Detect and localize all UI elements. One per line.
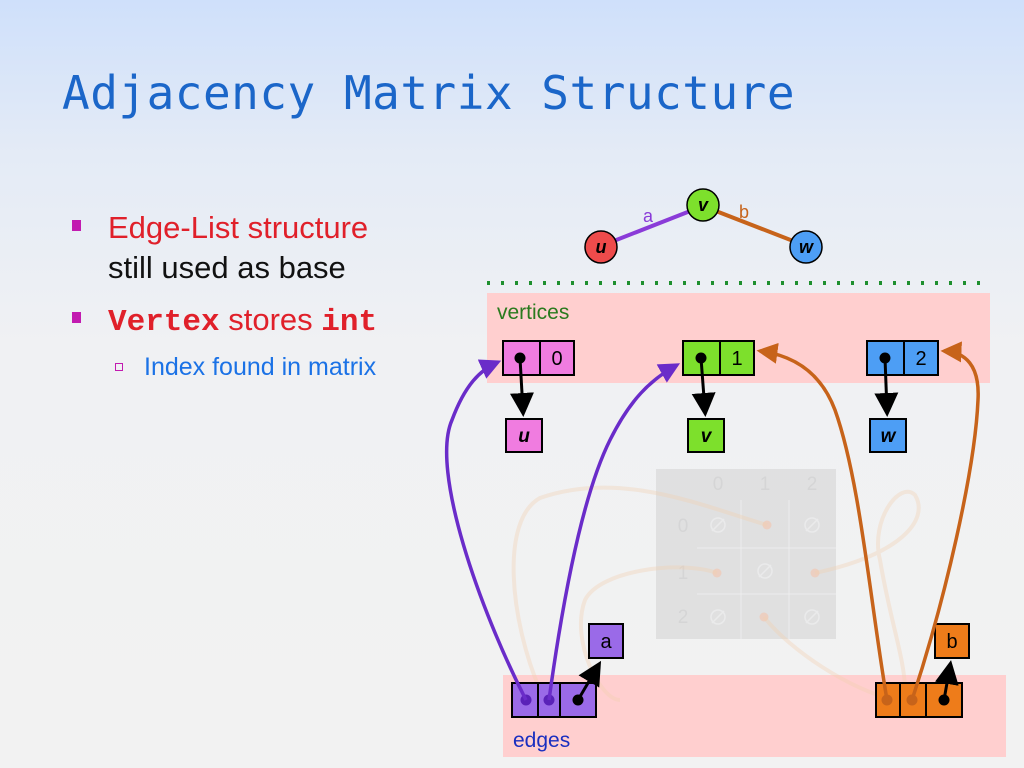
null-icon [710,609,726,625]
bullet-text: stores [219,302,322,337]
pointer-arrow [691,357,716,417]
graph-edge-a-label: a [643,206,654,226]
page-title: Adjacency Matrix Structure [62,66,796,120]
null-icon [710,517,726,533]
graph-node-w [789,230,823,264]
adjacency-matrix: 0 1 2 0 1 2 [656,469,836,639]
bullet-edge-list: Edge-List structure still used as base [70,208,470,288]
bullet-list: Edge-List structure still used as base V… [70,208,470,382]
vertex-index: 1 [731,348,742,370]
bullet-marker [72,312,81,323]
sub-bullet-marker [115,363,123,371]
code-vertex: Vertex [108,305,220,340]
edge-b-origin-pointer [756,342,889,701]
matrix-pointer-dot [762,520,772,530]
matrix-row-header: 2 [678,607,689,628]
bullet-marker [72,220,81,231]
graph-node-u-label: u [596,237,607,257]
null-icon [757,563,773,579]
vertex-index: 2 [915,348,926,370]
bullet-text: Edge-List structure [108,210,369,245]
matrix-col-header: 0 [713,474,724,495]
vertices-label: vertices [497,301,569,324]
edge-a-origin-pointer [444,359,528,701]
null-icon [804,609,820,625]
pointer-arrow [510,357,534,417]
matrix-row-header: 1 [678,563,689,584]
vertex-index: 0 [551,348,562,370]
matrix-pointer-dot [759,612,769,622]
sub-bullet-text: Index found in matrix [144,353,377,381]
vertex-record-2: 2 [866,340,939,376]
pointer-arrow [576,660,602,701]
graph-edge-b-label: b [739,202,749,222]
vertex-record-0: 0 [502,340,575,376]
matrix-row-header: 0 [678,516,689,537]
matrix-col-header: 2 [807,474,818,495]
element-b-label: b [946,631,957,653]
vertex-record-1: 1 [682,340,755,376]
null-icon [804,517,820,533]
matrix-col-header: 1 [760,474,771,495]
matrix-pointer-dot [810,568,820,578]
graph-edge-a [600,204,704,248]
edge-a-dest-pointer [547,363,681,701]
element-w-label: w [881,426,897,447]
element-box-b [934,623,970,659]
bullet-vertex-int: Vertex stores int [70,300,470,343]
matrix-background [656,469,836,639]
graph-node-v [686,188,720,222]
element-a-label: a [600,631,612,653]
code-int: int [321,305,378,340]
edges-label: edges [513,729,570,752]
graph-node-w-label: w [799,237,814,257]
edge-b-dest-pointer [910,341,980,701]
graph-edge-b [702,204,807,248]
element-box-a [588,623,624,659]
pointer-arrow [935,660,959,701]
sub-bullet: Index found in matrix [70,353,470,382]
graph-node-v-label: v [698,195,709,215]
element-u-label: u [518,426,530,447]
bullet-text: still used as base [108,250,346,285]
graph-node-u [584,230,618,264]
edge-record-b [875,682,963,718]
pointer-arrow [874,357,899,417]
element-box-u [505,418,543,453]
element-v-label: v [701,426,713,447]
matrix-pointer-dot [712,568,722,578]
element-box-v [687,418,725,453]
element-box-w [869,418,907,453]
